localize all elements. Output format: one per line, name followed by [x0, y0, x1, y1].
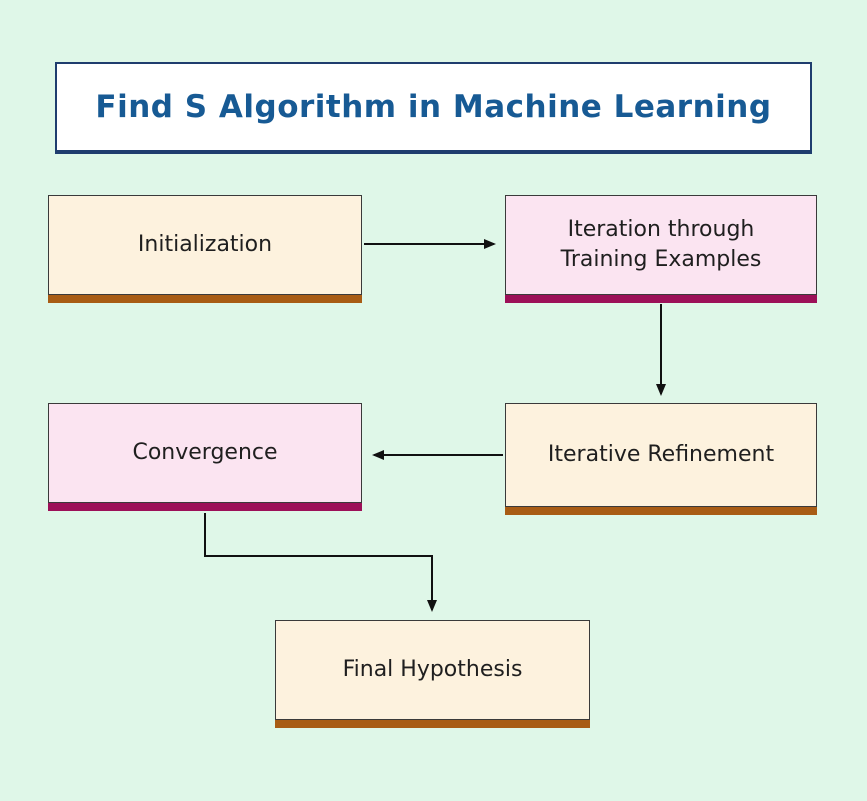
node-iteration-through-training-examples: Iteration through Training Examples — [505, 195, 817, 295]
node-iteration-label: Iteration through Training Examples — [560, 217, 762, 272]
diagram-title: Find S Algorithm in Machine Learning — [95, 89, 772, 125]
node-convergence-label: Convergence — [132, 440, 278, 466]
node-convergence: Convergence — [48, 403, 362, 503]
node-iterative-refinement: Iterative Refinement — [505, 403, 817, 507]
node-initialization: Initialization — [48, 195, 362, 295]
node-final-hypothesis-label: Final Hypothesis — [342, 657, 523, 683]
node-iterative-refinement-label: Iterative Refinement — [547, 442, 775, 468]
node-final-hypothesis: Final Hypothesis — [275, 620, 590, 720]
diagram-title-box: Find S Algorithm in Machine Learning — [55, 62, 812, 154]
arrow-convergence-to-final-hypothesis — [204, 513, 437, 612]
node-initialization-label: Initialization — [137, 232, 273, 258]
node-initialization-shadow — [48, 295, 362, 303]
node-iterative-refinement-shadow — [505, 507, 817, 515]
node-final-hypothesis-shadow — [275, 720, 590, 728]
node-iteration-shadow — [505, 295, 817, 303]
node-convergence-shadow — [48, 503, 362, 511]
